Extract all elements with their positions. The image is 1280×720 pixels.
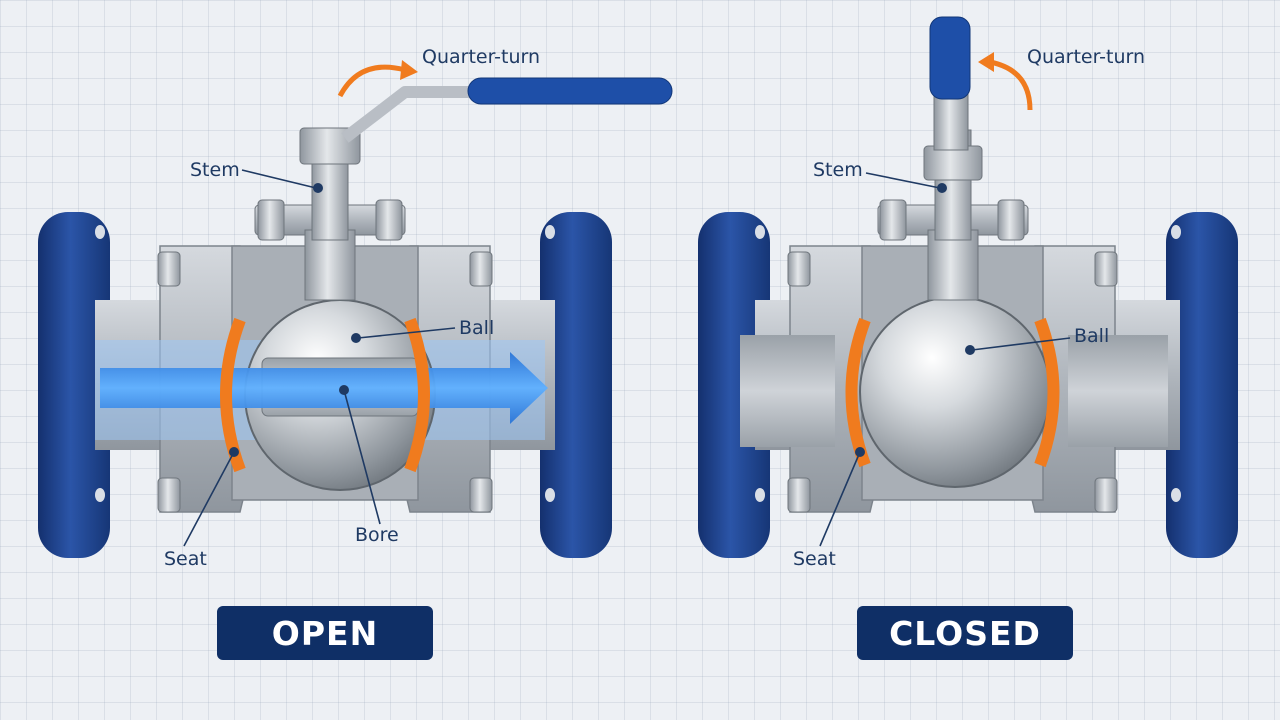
- right-seat: [1034, 317, 1060, 468]
- state-label-closed: CLOSED: [889, 614, 1041, 653]
- state-badge-closed: [857, 606, 1073, 660]
- seat-label: Seat: [164, 548, 207, 570]
- bore-leader: [343, 389, 381, 525]
- handle-grip: [467, 77, 673, 105]
- curved-arrow-icon: [989, 59, 1033, 111]
- left-flange: [698, 212, 770, 558]
- stem-nut: [923, 145, 983, 181]
- flow-arrow-icon: [100, 352, 548, 424]
- body-bolt: [157, 251, 493, 513]
- quarter-turn-label: Quarter-turn: [1027, 46, 1145, 68]
- closed-valve: Quarter-turn Stem Ball Seat CLOSED: [698, 16, 1238, 660]
- open-valve: Quarter-turn Stem Ball Bore Seat OPEN: [38, 46, 673, 660]
- handle-arm: [933, 89, 969, 151]
- seat-leader: [819, 451, 861, 547]
- state-label-open: OPEN: [272, 614, 378, 653]
- ball-label: Ball: [459, 317, 494, 339]
- left-flange: [38, 212, 110, 558]
- handle-arm: [341, 86, 480, 143]
- quarter-turn-label: Quarter-turn: [422, 46, 540, 68]
- ball-label: Ball: [1074, 325, 1109, 347]
- right-flange: [1166, 212, 1238, 558]
- state-badge-open: [217, 606, 433, 660]
- bore-label: Bore: [355, 524, 399, 546]
- ball-leader: [357, 327, 456, 339]
- stem-leader: [241, 169, 317, 189]
- inlet-cavity: [740, 335, 835, 447]
- ball-leader: [971, 337, 1071, 351]
- seat-label: Seat: [793, 548, 836, 570]
- stem-label: Stem: [813, 159, 863, 181]
- stem-label: Stem: [190, 159, 240, 181]
- stem-leader: [865, 172, 941, 189]
- curved-arrow-icon: [337, 64, 406, 98]
- right-flange: [540, 212, 612, 558]
- handle-grip: [929, 16, 971, 100]
- seat-leader: [183, 451, 235, 547]
- body-bolt: [787, 251, 1118, 513]
- ball: [859, 296, 1051, 488]
- bonnet-bolt: [879, 199, 1025, 241]
- right-seat: [404, 317, 430, 473]
- stem-housing: [304, 229, 356, 301]
- bonnet-bolt: [257, 199, 403, 241]
- outlet-cavity: [1068, 335, 1168, 447]
